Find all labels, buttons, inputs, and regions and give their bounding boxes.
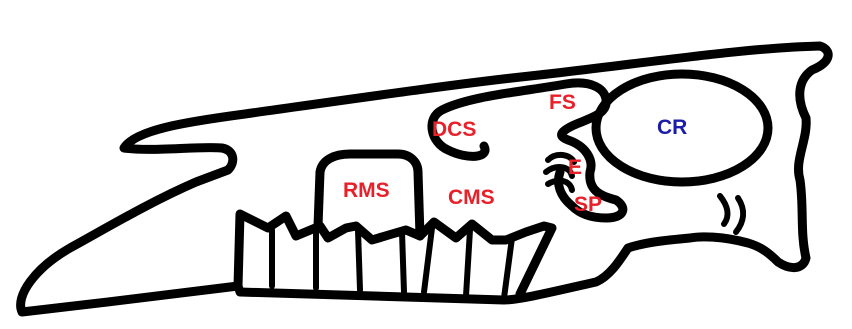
tooth-divider-6	[466, 230, 470, 296]
label-dcs: DCS	[432, 118, 476, 141]
label-rms: RMS	[343, 179, 390, 202]
label-cms: CMS	[448, 186, 495, 209]
tooth-divider-5	[424, 228, 432, 292]
tooth-divider-7	[504, 238, 512, 298]
tooth-divider-4	[402, 232, 404, 292]
label-sp: SP	[574, 193, 602, 216]
occipital-notch-lower	[736, 198, 743, 232]
label-cr: CR	[657, 116, 687, 139]
occipital-notch-upper	[720, 196, 727, 224]
tooth-divider-3	[358, 230, 360, 290]
label-fs: FS	[549, 91, 576, 114]
label-e: E	[568, 156, 582, 179]
